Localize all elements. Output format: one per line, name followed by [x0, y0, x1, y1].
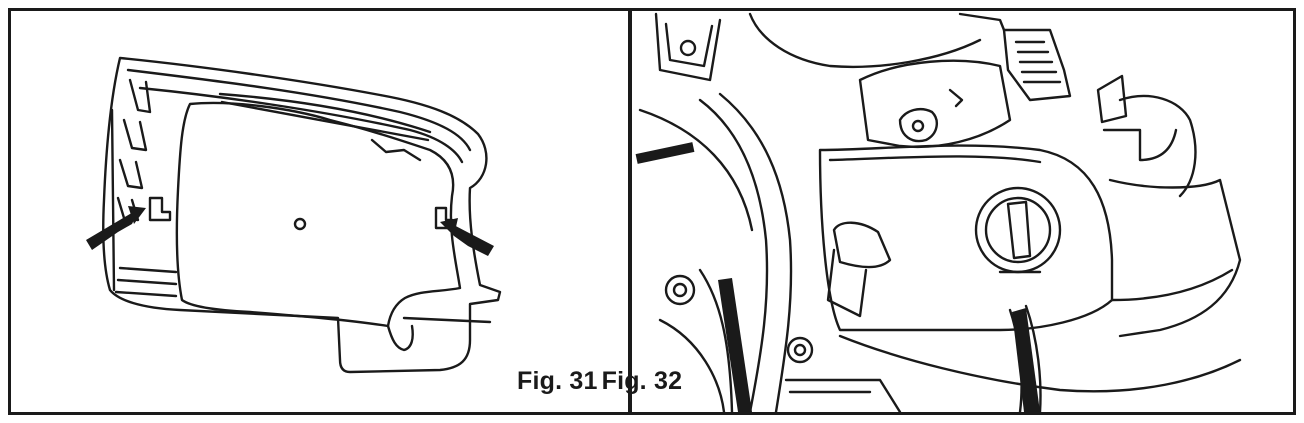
figure-frame	[8, 8, 1296, 415]
fig31-illustration	[86, 56, 502, 374]
fig32-label: Fig. 32	[601, 367, 683, 395]
panel-divider	[628, 8, 632, 415]
arrow-pointer-icon	[440, 218, 494, 256]
arrow-pointer-icon	[86, 206, 146, 250]
fig31-label: Fig. 31	[517, 367, 598, 395]
